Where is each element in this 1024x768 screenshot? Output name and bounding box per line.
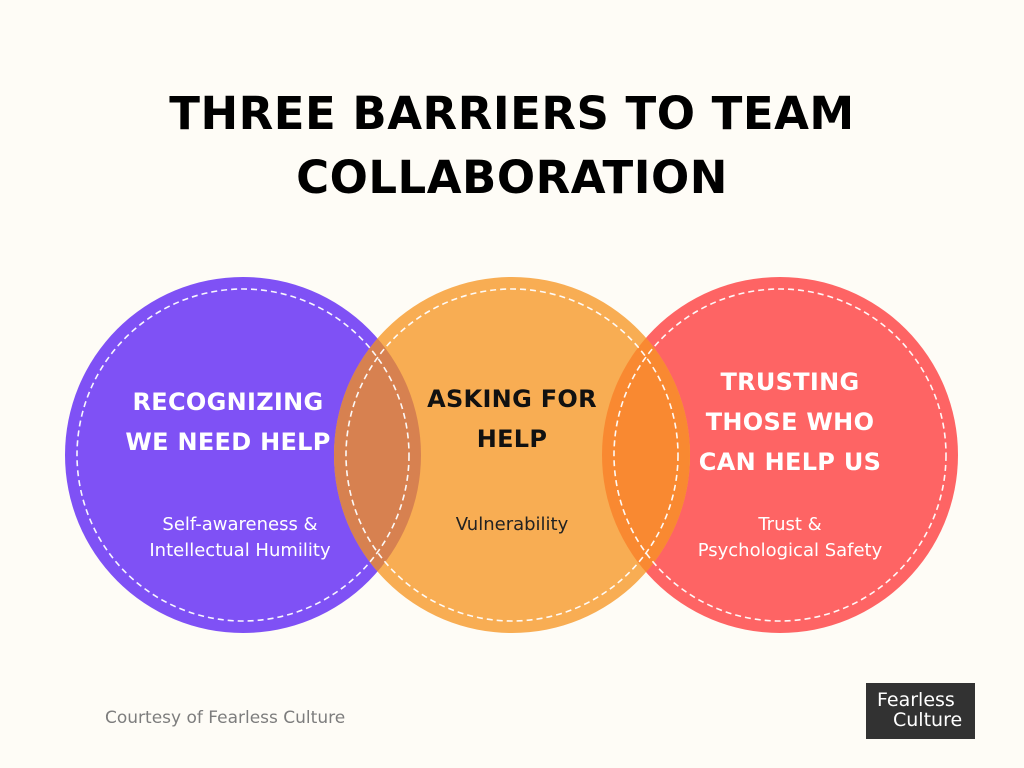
circle-trusting <box>602 277 958 633</box>
trusting-subtitle-line-1: Trust & <box>758 514 822 535</box>
trusting-title-line-1: TRUSTING <box>720 368 860 396</box>
recognizing-title: RECOGNIZING WE NEED HELP <box>100 382 356 462</box>
asking-subtitle-line-1: Vulnerability <box>455 514 569 535</box>
logo-line-2: Culture <box>893 709 963 731</box>
circle-recognizing <box>65 277 421 633</box>
recognizing-title-line-1: RECOGNIZING <box>132 388 324 416</box>
asking-title-line-2: HELP <box>476 425 548 453</box>
dashed-ring-trusting <box>613 288 947 622</box>
asking-subtitle: Vulnerability <box>412 512 612 538</box>
courtesy-credit: Courtesy of Fearless Culture <box>105 708 346 728</box>
recognizing-subtitle-line-2: Intellectual Humility <box>149 540 331 561</box>
logo-line-1: Fearless <box>877 689 955 711</box>
trusting-title-line-3: CAN HELP US <box>698 448 882 476</box>
dashed-ring-asking <box>345 288 679 622</box>
circle-asking <box>334 277 690 633</box>
trusting-subtitle: Trust & Psychological Safety <box>660 512 920 564</box>
asking-title: ASKING FOR HELP <box>397 379 627 459</box>
fearless-culture-logo: Fearless Culture <box>866 683 975 739</box>
trusting-title: TRUSTING THOSE WHO CAN HELP US <box>660 362 920 482</box>
page-title: THREE BARRIERS TO TEAM COLLABORATION <box>0 82 1024 210</box>
asking-title-line-1: ASKING FOR <box>427 385 597 413</box>
recognizing-subtitle-line-1: Self-awareness & <box>162 514 318 535</box>
trusting-title-line-2: THOSE WHO <box>705 408 875 436</box>
recognizing-subtitle: Self-awareness & Intellectual Humility <box>110 512 370 564</box>
trusting-subtitle-line-2: Psychological Safety <box>697 540 883 561</box>
dashed-ring-recognizing <box>76 288 410 622</box>
recognizing-title-line-2: WE NEED HELP <box>125 428 331 456</box>
title-line-1: THREE BARRIERS TO TEAM <box>169 87 855 140</box>
title-line-2: COLLABORATION <box>296 151 728 204</box>
